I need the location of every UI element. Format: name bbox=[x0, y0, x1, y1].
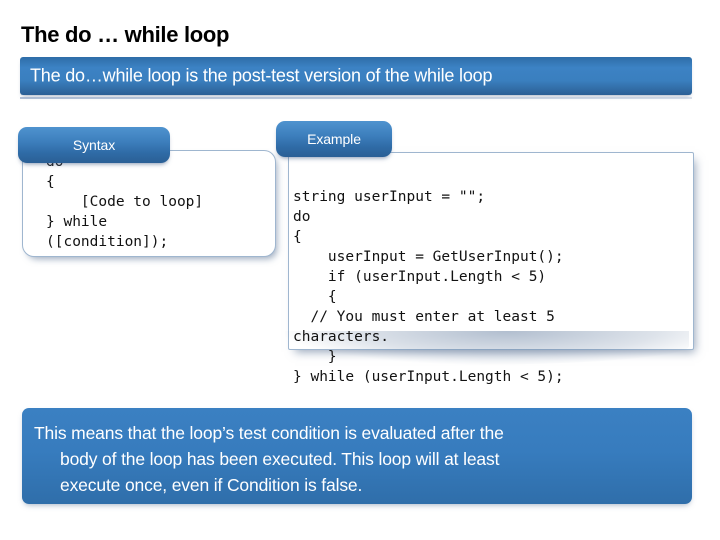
example-code-text: string userInput = ""; do { userInput = … bbox=[293, 189, 564, 385]
syntax-code-text: do { [Code to loop] } while ([condition]… bbox=[46, 154, 204, 250]
syntax-code-panel bbox=[22, 150, 276, 257]
explanation-line-2: body of the loop has been executed. This… bbox=[60, 449, 500, 469]
headline-banner-text: The do…while loop is the post-test versi… bbox=[30, 65, 493, 86]
tab-example[interactable]: Example bbox=[276, 121, 392, 157]
explanation-line-3: execute once, even if Condition is false… bbox=[60, 475, 363, 495]
tab-example-label: Example bbox=[307, 131, 361, 147]
explanation-box: This means that the loop’s test conditio… bbox=[22, 408, 692, 504]
tab-syntax-label: Syntax bbox=[72, 137, 116, 153]
headline-banner: The do…while loop is the post-test versi… bbox=[20, 57, 692, 95]
explanation-text: This means that the loop’s test conditio… bbox=[34, 420, 664, 498]
banner-underline-divider bbox=[20, 97, 692, 99]
explanation-line-1: This means that the loop’s test conditio… bbox=[34, 423, 504, 443]
page-title: The do … while loop bbox=[21, 22, 230, 47]
tab-syntax[interactable]: Syntax bbox=[18, 127, 170, 163]
example-code-panel bbox=[285, 152, 694, 365]
